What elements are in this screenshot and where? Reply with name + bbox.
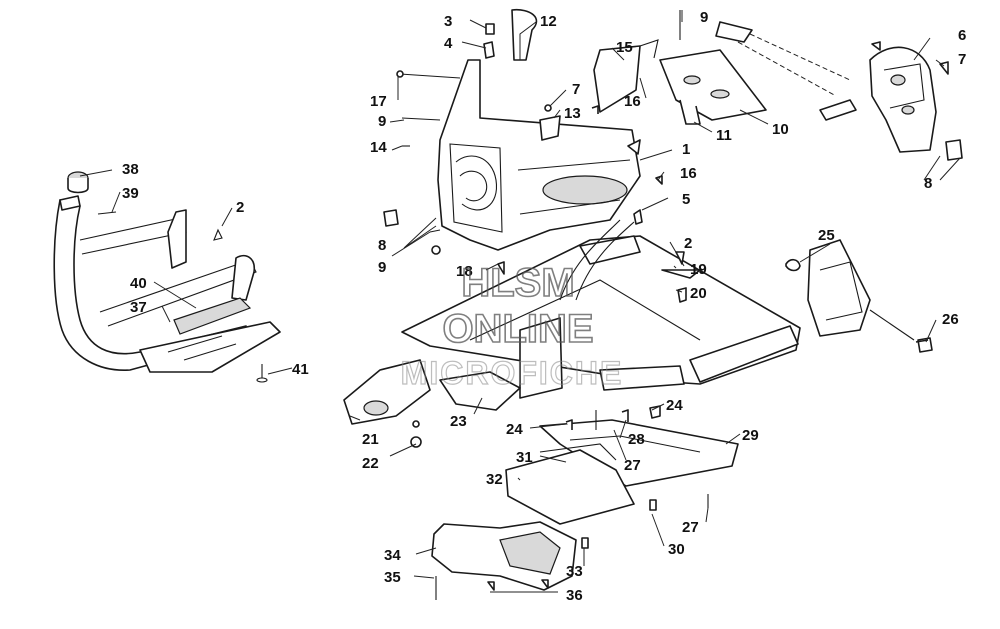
watermark-line-3: MICROFICHE <box>401 355 624 391</box>
callout-4: 4 <box>444 35 453 52</box>
callout-24b: 24 <box>666 397 683 414</box>
callout-13: 13 <box>564 105 581 122</box>
watermark-line-2: ONLINE <box>442 307 593 351</box>
callout-9b: 9 <box>378 113 386 130</box>
callout-26: 26 <box>942 311 959 328</box>
callout-15: 15 <box>616 39 633 56</box>
callout-7: 7 <box>958 51 966 68</box>
callout-21: 21 <box>362 431 379 448</box>
callout-18: 18 <box>456 263 473 280</box>
callout-9c: 9 <box>378 259 386 276</box>
skid-plates <box>505 419 739 525</box>
callout-29: 29 <box>742 427 759 444</box>
callout-22: 22 <box>362 455 379 472</box>
bracket-connection-line <box>737 33 851 97</box>
callout-9: 9 <box>700 9 708 26</box>
callout-34: 34 <box>384 547 401 564</box>
callout-8: 8 <box>924 175 932 192</box>
callout-20: 20 <box>690 285 707 302</box>
callout-31: 31 <box>516 449 533 466</box>
side-bracket <box>715 21 963 161</box>
callout-10: 10 <box>772 121 789 138</box>
callout-11: 11 <box>716 127 732 144</box>
callout-27: 27 <box>624 457 641 474</box>
watermark-line-1: HLSM <box>461 261 574 305</box>
callout-16: 16 <box>624 93 641 110</box>
right-frame-section <box>807 239 933 353</box>
bracket-bolt <box>819 99 857 121</box>
callout-17: 17 <box>370 93 387 110</box>
callout-41: 41 <box>292 361 309 378</box>
callout-30: 30 <box>668 541 685 558</box>
callout-3: 3 <box>444 13 452 30</box>
leader-lines <box>79 10 961 593</box>
callout-32: 32 <box>486 471 503 488</box>
watermark: HLSM ONLINE MICROFICHE <box>400 260 624 391</box>
callout-16b: 16 <box>680 165 697 182</box>
callout-1: 1 <box>682 141 690 158</box>
callout-7b: 7 <box>572 81 580 98</box>
main-frame <box>401 219 801 399</box>
front-bulkhead <box>437 8 659 251</box>
front-bumper <box>53 171 281 383</box>
callout-25: 25 <box>818 227 835 244</box>
callout-37: 37 <box>130 299 147 316</box>
callout-19: 19 <box>690 261 707 278</box>
callout-2: 2 <box>236 199 244 216</box>
callout-35: 35 <box>384 569 401 586</box>
callout-39: 39 <box>122 185 139 202</box>
callout-24: 24 <box>506 421 523 438</box>
callout-38: 38 <box>122 161 139 178</box>
callout-2b: 2 <box>684 235 692 252</box>
callout-36: 36 <box>566 587 583 604</box>
callout-14: 14 <box>370 139 387 156</box>
left-mount <box>343 359 521 425</box>
lower-guard <box>431 521 577 591</box>
callout-8b: 8 <box>378 237 386 254</box>
callout-33: 33 <box>566 563 583 580</box>
callout-12: 12 <box>540 13 557 30</box>
callout-27b: 27 <box>682 519 699 536</box>
callout-40: 40 <box>130 275 147 292</box>
callout-labels: 1 2 2 3 4 5 6 7 7 8 8 9 9 9 10 11 12 13 … <box>122 9 966 604</box>
callout-6: 6 <box>958 27 966 44</box>
upper-plate <box>659 49 767 125</box>
callout-23: 23 <box>450 413 467 430</box>
callout-5: 5 <box>682 191 690 208</box>
callout-28: 28 <box>628 431 645 448</box>
